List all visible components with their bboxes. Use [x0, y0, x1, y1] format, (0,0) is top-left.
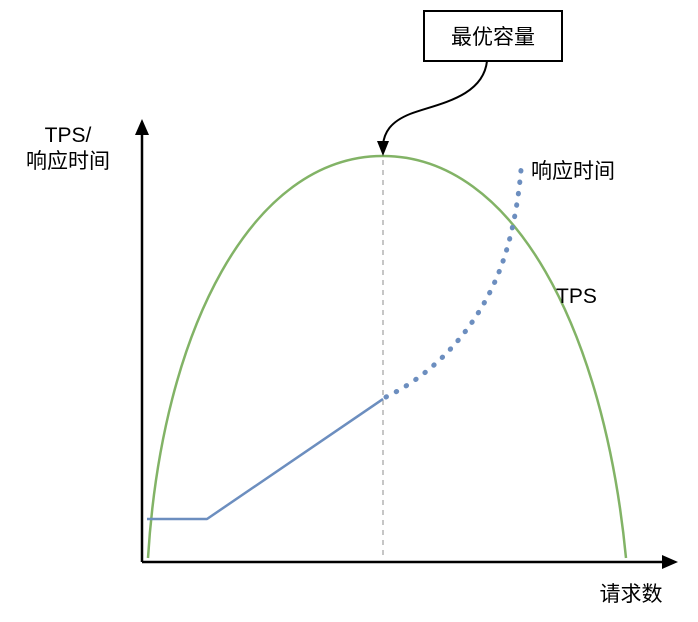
y-axis-label-line1: TPS/: [45, 124, 92, 147]
y-axis-arrowhead-icon: [135, 119, 149, 135]
annotation-arrowhead-icon: [377, 141, 389, 156]
optimal-capacity-callout-label: 最优容量: [451, 26, 535, 49]
optimal-capacity-callout-box: [423, 10, 563, 62]
response-time-solid-curve: [147, 397, 384, 521]
response-time-dotted-curve: [383, 167, 524, 400]
x-axis-label: 请求数: [600, 583, 663, 606]
annotation-arrow-line: [382, 60, 488, 146]
tps-curve-label: TPS: [556, 285, 597, 308]
x-axis-arrowhead-icon: [662, 555, 678, 569]
y-axis-label-line2: 响应时间: [26, 150, 110, 173]
tps-curve: [146, 154, 628, 559]
response-time-curve-label: 响应时间: [531, 160, 615, 183]
